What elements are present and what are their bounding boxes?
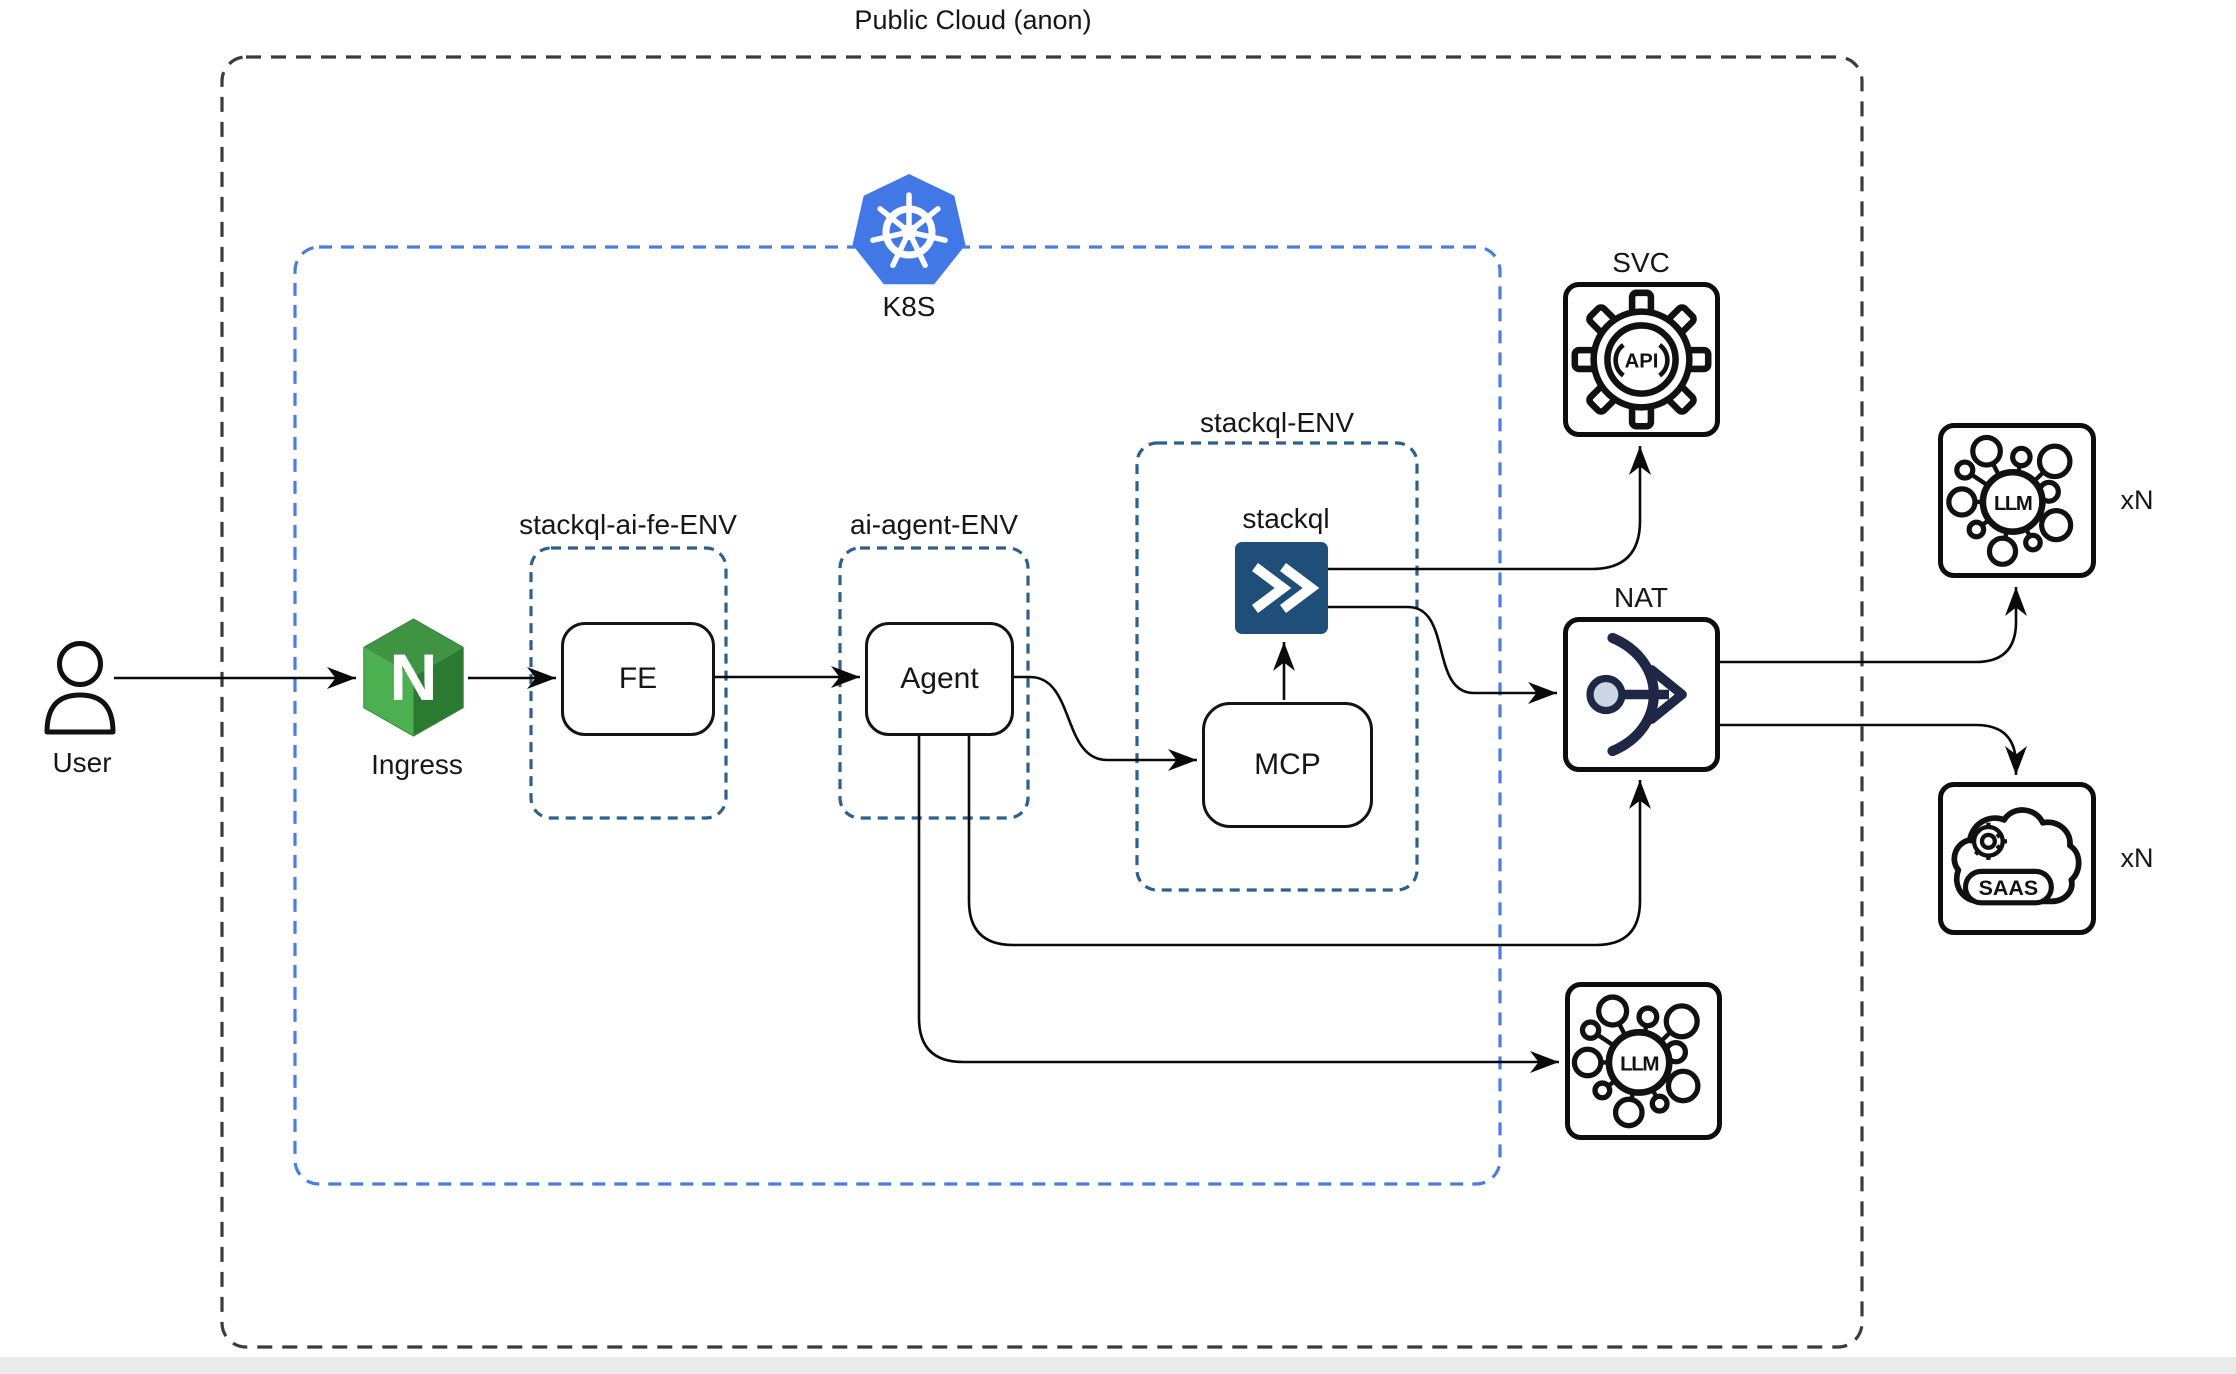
edge-agent-to-internal-llm — [917, 730, 1559, 1073]
chevron-right-icon — [1280, 563, 1320, 613]
agent-node-label: Agent — [900, 662, 979, 695]
edge-stackql-to-svc — [1328, 446, 1651, 571]
agent-node: Agent — [865, 622, 1014, 736]
fe-node: FE — [561, 622, 715, 736]
api-badge-text: API — [1625, 350, 1659, 372]
stackql-logo-icon — [1235, 542, 1328, 634]
mcp-node-label: MCP — [1254, 748, 1321, 781]
stackql-label: stackql — [1242, 503, 1330, 534]
nginx-n-letter: N — [390, 641, 438, 715]
edge-nat-to-external-llm — [1720, 587, 2027, 664]
user-label: User — [52, 747, 112, 778]
svc-label: SVC — [1612, 247, 1670, 278]
mcp-node: MCP — [1202, 702, 1373, 828]
agent-env-label: ai-agent-ENV — [849, 509, 1019, 540]
fe-node-label: FE — [618, 662, 658, 695]
kubernetes-logo-icon — [849, 172, 969, 292]
bottom-gray-strip — [0, 1357, 2236, 1374]
llm-badge-text: LLM — [1994, 493, 2032, 515]
nat-gateway-icon — [1563, 617, 1720, 772]
nat-label: NAT — [1614, 582, 1668, 613]
saas-badge-text: SAAS — [1979, 876, 2039, 900]
llm-network-icon: LLM — [1938, 423, 2096, 578]
public-cloud-container-border — [220, 55, 1864, 1349]
edge-nat-to-external-saas — [1720, 723, 2027, 775]
edge-stackql-to-nat — [1328, 605, 1557, 704]
llm-badge-text: LLM — [1620, 1053, 1658, 1076]
edge-agent-to-nat — [967, 730, 1651, 947]
svc-api-gear-icon: API — [1563, 282, 1720, 437]
chevron-right-icon — [1252, 563, 1292, 613]
nginx-ingress-icon: N — [360, 618, 467, 737]
stackql-env-label: stackql-ENV — [1199, 407, 1355, 438]
public-cloud-title: Public Cloud (anon) — [854, 5, 1092, 35]
saas-cloud-icon: SAAS — [1938, 782, 2096, 935]
user-icon — [38, 640, 122, 736]
k8s-cluster-label: K8S — [882, 291, 936, 322]
edge-agent-to-mcp — [1008, 675, 1197, 771]
ingress-label: Ingress — [371, 749, 463, 780]
saas-xn-label: xN — [2120, 843, 2154, 873]
llm-xn-label: xN — [2120, 485, 2154, 515]
llm-network-icon-internal: LLM — [1565, 982, 1722, 1140]
fe-env-label: stackql-ai-fe-ENV — [519, 509, 737, 540]
stackql-env-container-border — [1135, 441, 1419, 892]
